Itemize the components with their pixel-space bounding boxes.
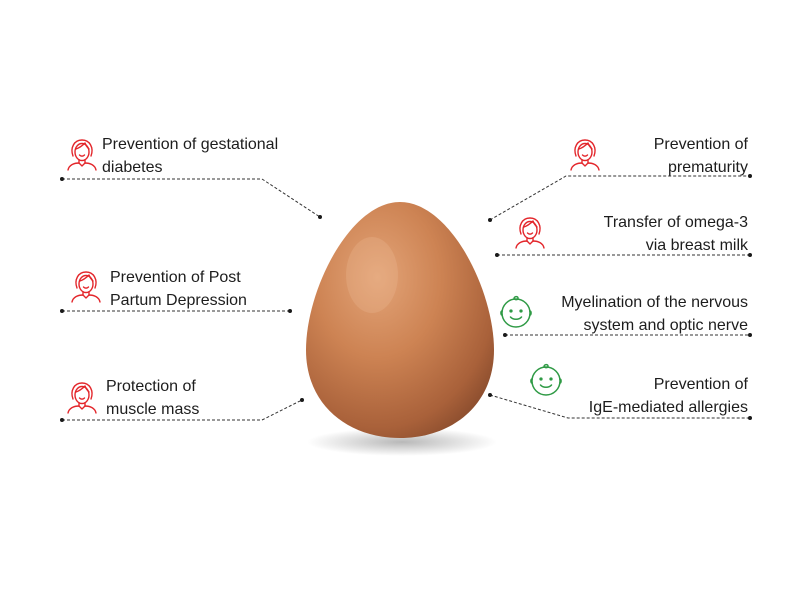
leader-line-muscle — [62, 399, 303, 421]
mother-icon — [567, 136, 603, 172]
benefit-label: Prevention of Post Partum Depression — [110, 269, 247, 309]
egg-image — [280, 180, 520, 480]
benefit-label: Protection of muscle mass — [106, 378, 200, 418]
benefit-label: Prevention of IgE-mediated allergies — [588, 376, 748, 416]
baby-icon — [528, 362, 564, 398]
benefit-label: Prevention of prematurity — [653, 136, 748, 176]
benefit-label: Transfer of omega-3 via breast milk — [603, 214, 748, 254]
benefit-label: Prevention of gestational diabetes — [102, 136, 279, 176]
mother-icon — [64, 136, 100, 172]
mother-icon — [64, 379, 100, 415]
leader-line-prematurity — [489, 175, 750, 221]
mother-icon — [68, 268, 104, 304]
mother-icon — [512, 214, 548, 250]
baby-icon — [498, 294, 534, 330]
leader-line-allergies — [489, 394, 750, 419]
benefit-label: Myelination of the nervous system and op… — [561, 294, 748, 334]
leader-line-gestational-diabetes — [62, 178, 321, 218]
